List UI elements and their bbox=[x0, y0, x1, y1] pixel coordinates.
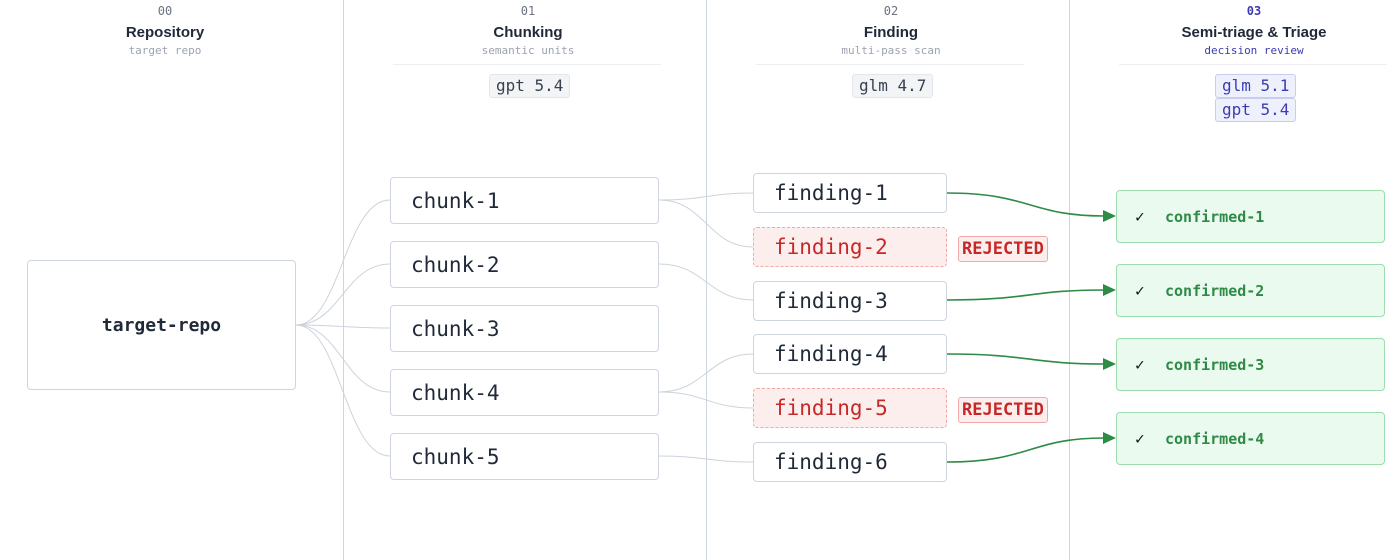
arrowhead bbox=[1103, 210, 1116, 222]
repo-node[interactable]: target-repo bbox=[27, 260, 296, 390]
column-header-repository: 00 Repository target repo bbox=[35, 0, 295, 58]
finding-label: finding-6 bbox=[774, 450, 888, 474]
finding-node-rejected[interactable]: finding-5 bbox=[753, 388, 947, 428]
connector-repo-chunk-3 bbox=[295, 324, 391, 329]
repo-label: target-repo bbox=[101, 314, 222, 336]
column-title: Chunking bbox=[493, 24, 563, 41]
finding-label: finding-2 bbox=[774, 235, 888, 259]
finding-node-rejected[interactable]: finding-2 bbox=[753, 227, 947, 267]
connector-chunk-4-finding-5 bbox=[658, 391, 754, 409]
column-title: Finding bbox=[863, 24, 919, 41]
confirmed-node[interactable]: ✓ confirmed-3 bbox=[1116, 338, 1385, 391]
chunk-node[interactable]: chunk-5 bbox=[390, 433, 659, 480]
finding-label: finding-4 bbox=[774, 342, 888, 366]
connector-chunk-4-finding-4 bbox=[658, 353, 754, 393]
rejected-badge: REJECTED bbox=[958, 236, 1048, 262]
column-divider bbox=[343, 0, 344, 560]
column-title: Repository bbox=[125, 24, 205, 41]
connector-finding-6-confirmed-4 bbox=[946, 437, 1105, 463]
column-number: 01 bbox=[520, 4, 536, 18]
model-tag-gpt: gpt 5.4 bbox=[489, 74, 571, 98]
connector-chunk-2-finding-3 bbox=[658, 263, 754, 301]
column-divider bbox=[706, 0, 707, 560]
column-number: 03 bbox=[1246, 4, 1262, 18]
column-subtitle: semantic units bbox=[481, 44, 575, 57]
chunk-node[interactable]: chunk-4 bbox=[390, 369, 659, 416]
finding-label: finding-5 bbox=[774, 396, 888, 420]
header-separator bbox=[1119, 64, 1387, 65]
column-title: Semi-triage & Triage bbox=[1181, 24, 1327, 41]
connector-chunk-5-finding-6 bbox=[658, 455, 754, 463]
finding-node[interactable]: finding-4 bbox=[753, 334, 947, 374]
connector-finding-4-confirmed-3 bbox=[946, 353, 1105, 365]
column-subtitle: target repo bbox=[128, 44, 202, 57]
arrowhead bbox=[1103, 358, 1116, 370]
column-header-chunking: 01 Chunking semantic units bbox=[398, 0, 658, 58]
confirmed-node[interactable]: ✓ confirmed-4 bbox=[1116, 412, 1385, 465]
model-tag-gpt: gpt 5.4 bbox=[1215, 98, 1297, 122]
connector-finding-1-confirmed-1 bbox=[946, 192, 1105, 217]
arrowhead bbox=[1103, 284, 1116, 296]
check-icon: ✓ bbox=[1135, 355, 1145, 374]
column-number: 00 bbox=[157, 4, 173, 18]
chunk-node[interactable]: chunk-3 bbox=[390, 305, 659, 352]
finding-node[interactable]: finding-1 bbox=[753, 173, 947, 213]
column-subtitle: decision review bbox=[1204, 44, 1304, 57]
chunk-label: chunk-2 bbox=[411, 252, 500, 277]
check-icon: ✓ bbox=[1135, 429, 1145, 448]
confirmed-node[interactable]: ✓ confirmed-1 bbox=[1116, 190, 1385, 243]
chunk-node[interactable]: chunk-2 bbox=[390, 241, 659, 288]
column-header-triage: 03 Semi-triage & Triage decision review bbox=[1124, 0, 1384, 58]
connector-chunk-1-finding-1 bbox=[658, 192, 754, 201]
arrowhead bbox=[1103, 432, 1116, 444]
chunk-label: chunk-1 bbox=[411, 188, 500, 213]
confirmed-label: confirmed-3 bbox=[1165, 355, 1265, 374]
chunk-label: chunk-5 bbox=[411, 444, 500, 469]
chunk-label: chunk-3 bbox=[411, 316, 500, 341]
confirmed-label: confirmed-4 bbox=[1165, 429, 1265, 448]
check-icon: ✓ bbox=[1135, 281, 1145, 300]
header-separator bbox=[756, 64, 1024, 65]
column-header-finding: 02 Finding multi-pass scan bbox=[761, 0, 1021, 58]
confirmed-node[interactable]: ✓ confirmed-2 bbox=[1116, 264, 1385, 317]
confirmed-label: confirmed-2 bbox=[1165, 281, 1265, 300]
model-tag-glm: glm 4.7 bbox=[852, 74, 934, 98]
finding-node[interactable]: finding-6 bbox=[753, 442, 947, 482]
rejected-badge: REJECTED bbox=[958, 397, 1048, 423]
column-number: 02 bbox=[883, 4, 899, 18]
column-subtitle: multi-pass scan bbox=[841, 44, 941, 57]
finding-node[interactable]: finding-3 bbox=[753, 281, 947, 321]
connector-repo-chunk-5 bbox=[295, 324, 391, 457]
connector-finding-3-confirmed-2 bbox=[946, 289, 1105, 301]
connector-chunk-1-finding-2 bbox=[658, 199, 754, 248]
model-tag-glm: glm 5.1 bbox=[1215, 74, 1297, 98]
check-icon: ✓ bbox=[1135, 207, 1145, 226]
chunk-node[interactable]: chunk-1 bbox=[390, 177, 659, 224]
connector-repo-chunk-1 bbox=[295, 199, 391, 326]
column-divider bbox=[1069, 0, 1070, 560]
header-separator bbox=[393, 64, 661, 65]
chunk-label: chunk-4 bbox=[411, 380, 500, 405]
finding-label: finding-1 bbox=[774, 181, 888, 205]
finding-label: finding-3 bbox=[774, 289, 888, 313]
confirmed-label: confirmed-1 bbox=[1165, 207, 1265, 226]
connector-repo-chunk-2 bbox=[295, 263, 391, 326]
connector-repo-chunk-4 bbox=[295, 324, 391, 393]
